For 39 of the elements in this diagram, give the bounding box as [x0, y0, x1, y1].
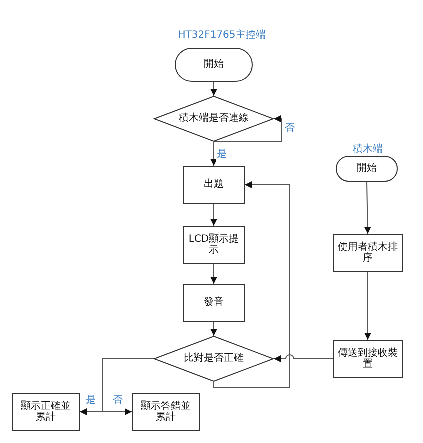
edge-label: 是 — [216, 147, 228, 161]
arrow — [364, 182, 372, 234]
process-box — [333, 340, 403, 378]
node-text: 使用者積木排序 — [338, 242, 398, 264]
arrow — [214, 116, 282, 142]
node-text: 比對是否正確 — [184, 353, 244, 365]
node-text: 顯示答錯並累計 — [140, 400, 192, 424]
decision-diamond — [154, 96, 274, 142]
node-text: 發音 — [204, 297, 224, 309]
arrow — [102, 358, 154, 416]
arrow — [210, 322, 218, 336]
process-box — [183, 284, 245, 322]
process-box — [333, 234, 403, 272]
node-text: 顯示正確並累計 — [20, 400, 72, 424]
arrow — [274, 354, 334, 362]
arrow — [214, 182, 290, 388]
process-box — [183, 166, 245, 204]
terminal-node — [175, 48, 253, 82]
edge-label: 是 — [85, 393, 97, 407]
arrow — [210, 82, 218, 96]
terminal-node — [336, 156, 398, 182]
edge-label: 否 — [112, 393, 124, 407]
arrow — [210, 204, 218, 226]
process-box — [183, 226, 245, 264]
arrow — [210, 142, 218, 166]
node-text: 傳送到接收裝置 — [338, 348, 398, 370]
column-heading: 積木端 — [353, 142, 383, 156]
arrow — [364, 272, 372, 340]
node-text: 開始 — [357, 163, 377, 175]
flowchart-title: HT32F1765主控端 — [178, 28, 266, 42]
arrow — [210, 264, 218, 284]
node-text: 出題 — [204, 179, 224, 191]
process-box — [12, 393, 80, 431]
decision-diamond — [154, 336, 274, 382]
process-box — [132, 393, 200, 431]
node-text: 積木端是否連線 — [179, 113, 249, 125]
node-text: LCD顯示提示 — [188, 234, 240, 256]
edge-label: 否 — [284, 121, 296, 135]
node-text: 開始 — [204, 59, 224, 71]
